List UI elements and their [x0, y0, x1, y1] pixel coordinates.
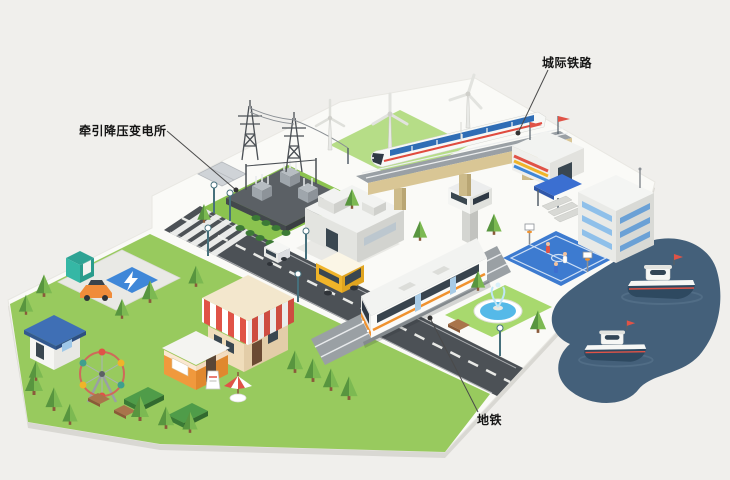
striped-shop [202, 275, 294, 372]
basketball-hoop-icon [524, 223, 535, 245]
leader-dot-substation [233, 187, 239, 193]
intercity-train [370, 111, 547, 168]
bus [316, 252, 364, 296]
pylon-icon [282, 112, 306, 173]
leader-lines [166, 69, 549, 413]
label-subway: 地铁 [477, 413, 503, 427]
pylon-icon [238, 100, 262, 161]
transformer [280, 160, 300, 187]
label-intercity-railway: 城际铁路 [542, 56, 593, 70]
shop-sign [205, 370, 221, 390]
car-orange [80, 280, 112, 301]
factory-building [296, 185, 404, 271]
label-traction-substation: 牵引降压变电所 [79, 124, 167, 138]
fountain-park [445, 282, 552, 337]
basketball-court [503, 223, 614, 286]
umbrella-icon [224, 372, 252, 403]
station-stairs [534, 174, 585, 223]
power-pylons [238, 100, 349, 173]
leader-line-subway [429, 317, 479, 413]
wind-turbine-icon [314, 98, 346, 151]
orange-shop [162, 331, 252, 403]
players [546, 242, 568, 273]
ev-charging-pad [106, 267, 158, 293]
basketball-hoop-icon [582, 251, 593, 272]
leader-line-substation [166, 130, 237, 191]
flag-icon [529, 116, 570, 140]
leader-line-intercity [517, 69, 549, 134]
car-white [264, 241, 290, 266]
metro-train [361, 238, 491, 348]
fountain [473, 282, 523, 324]
wind-turbine-icon [448, 73, 483, 129]
leader-dot-subway [427, 315, 433, 321]
water [551, 238, 721, 403]
leader-dot-intercity [515, 130, 521, 136]
office-building [578, 167, 654, 263]
main-road [164, 206, 523, 396]
kiosk [66, 251, 94, 283]
transformer [298, 178, 318, 203]
road-center-line [181, 216, 511, 384]
wind-turbines [314, 73, 483, 155]
blue-house [24, 315, 86, 370]
transformer [252, 174, 272, 201]
railway-station [512, 116, 585, 223]
